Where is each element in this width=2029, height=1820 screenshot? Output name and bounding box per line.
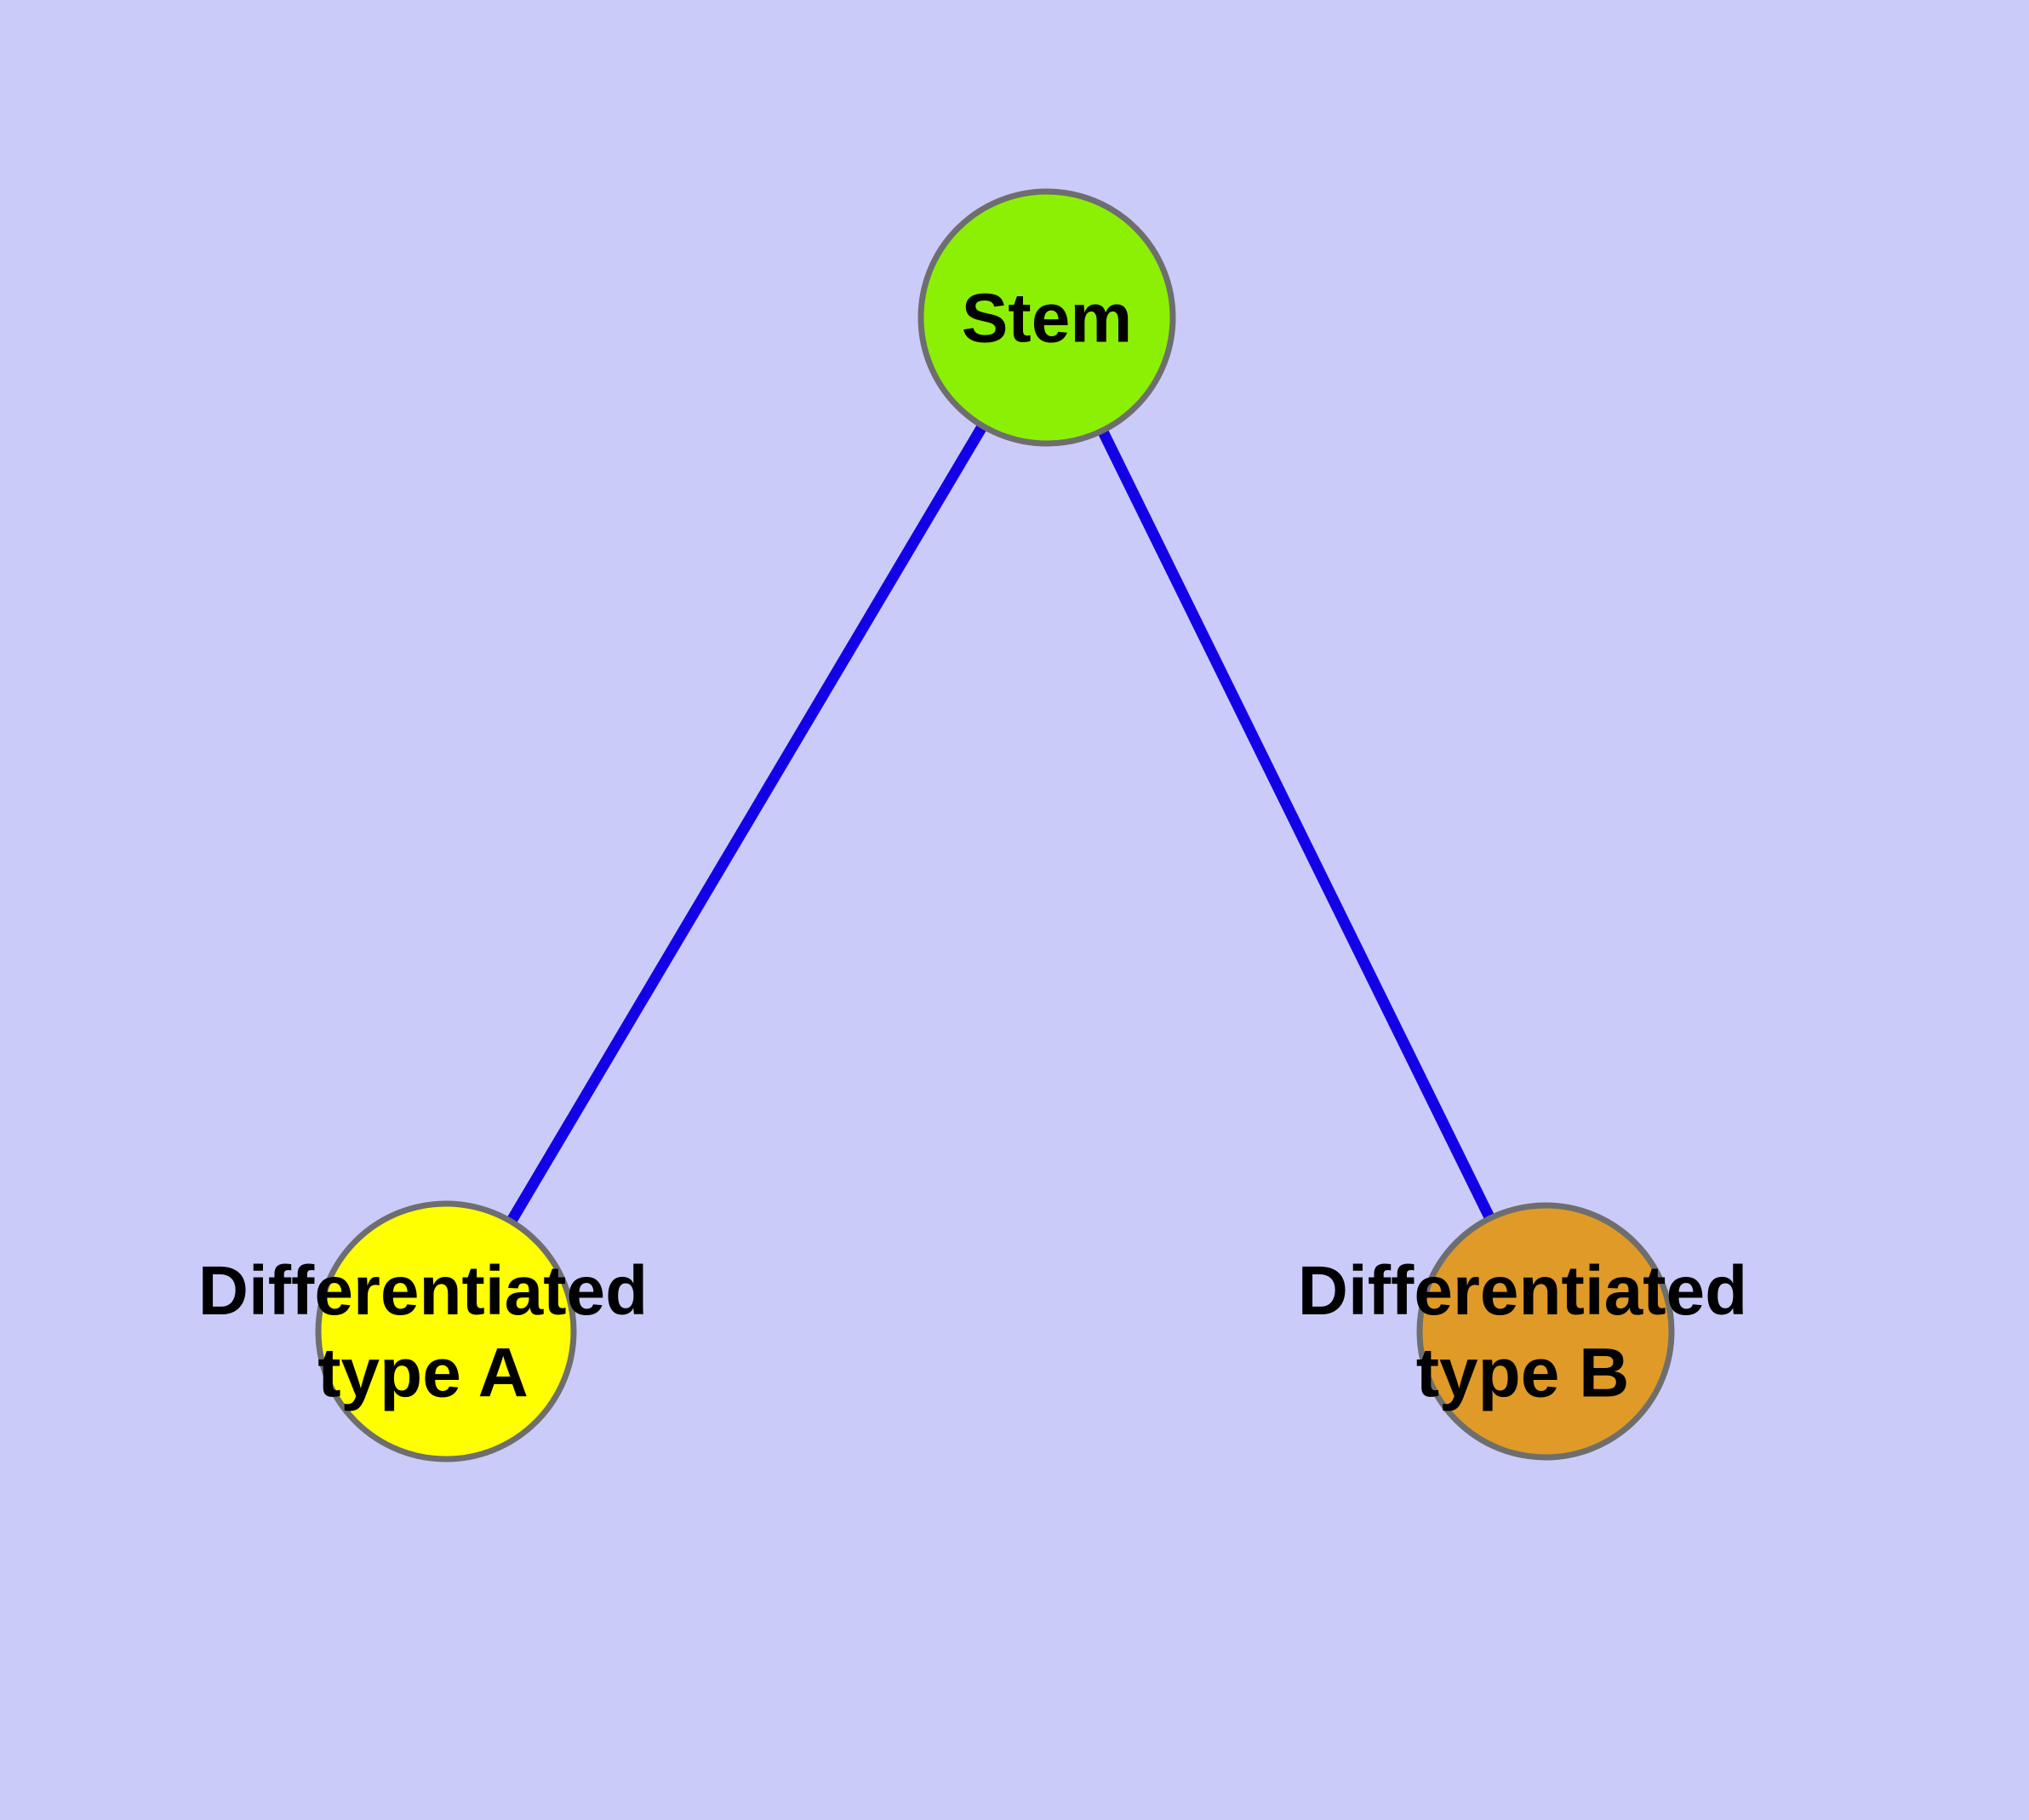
node-diff-a[interactable] [315, 1200, 577, 1462]
node-label-stem: Stem [962, 279, 1133, 357]
node-stem[interactable] [917, 188, 1176, 447]
node-label-line: Differentiated [198, 1252, 649, 1330]
node-label-line: Differentiated [1298, 1252, 1748, 1330]
node-layer [315, 188, 1675, 1462]
node-label-line: Stem [962, 279, 1133, 357]
node-diff-b[interactable] [1416, 1202, 1675, 1461]
node-label-line: type A [317, 1335, 529, 1412]
node-label-line: type B [1416, 1335, 1630, 1412]
edge-stem-to-diff-b[interactable] [1042, 315, 1551, 1334]
edge-stem-to-diff-a[interactable] [441, 314, 1052, 1335]
edge-layer [441, 314, 1551, 1335]
